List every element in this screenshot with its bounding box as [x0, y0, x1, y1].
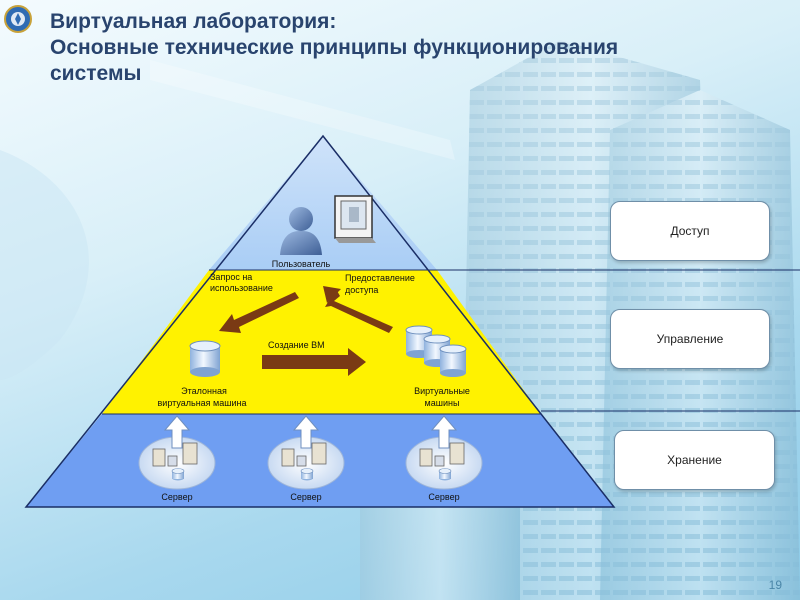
logo-icon	[4, 5, 32, 33]
title-line-3: системы	[50, 62, 142, 85]
server-icon	[152, 442, 198, 481]
server-label: Сервер	[428, 492, 459, 502]
server-group: Сервер	[138, 415, 216, 502]
up-arrow-icon	[163, 415, 191, 449]
server-label: Сервер	[161, 492, 192, 502]
request-arrow	[219, 292, 299, 333]
server-group: Сервер	[267, 415, 345, 502]
reference-vm-label-2: виртуальная машина	[158, 398, 247, 408]
display-icon	[334, 195, 376, 243]
virtual-machines-label-1: Виртуальные	[414, 386, 470, 396]
provide-label-2: доступа	[345, 285, 378, 295]
server-group: Сервер	[405, 415, 483, 502]
request-label-2: использование	[210, 283, 273, 293]
provide-arrow	[323, 286, 393, 333]
server-icon	[281, 442, 327, 481]
request-label-1: Запрос на	[210, 272, 252, 282]
user-label: Пользователь	[272, 259, 331, 269]
up-arrow-icon	[292, 415, 320, 449]
pyramid-middle-layer	[102, 270, 541, 414]
page-number: 19	[768, 578, 782, 592]
database-icon	[405, 325, 467, 377]
virtual-machines-label-2: машины	[425, 398, 460, 408]
database-icon	[189, 340, 221, 377]
layer-storage-box: Хранение	[614, 430, 775, 490]
server-icon	[419, 442, 465, 481]
create-vm-label: Создание ВМ	[268, 340, 325, 350]
create-vm-arrow	[262, 348, 366, 376]
pyramid-top-layer	[209, 136, 437, 270]
layer-access-box: Доступ	[610, 201, 770, 261]
reference-vm-label-1: Эталонная	[181, 386, 227, 396]
layer-management-box: Управление	[610, 309, 770, 369]
title-line-2: Основные технические принципы функционир…	[50, 36, 619, 59]
server-label: Сервер	[290, 492, 321, 502]
user-icon	[280, 207, 322, 255]
up-arrow-icon	[430, 415, 458, 449]
provide-label-1: Предоставление	[345, 273, 415, 283]
title-line-1: Виртуальная лаборатория:	[50, 10, 337, 33]
